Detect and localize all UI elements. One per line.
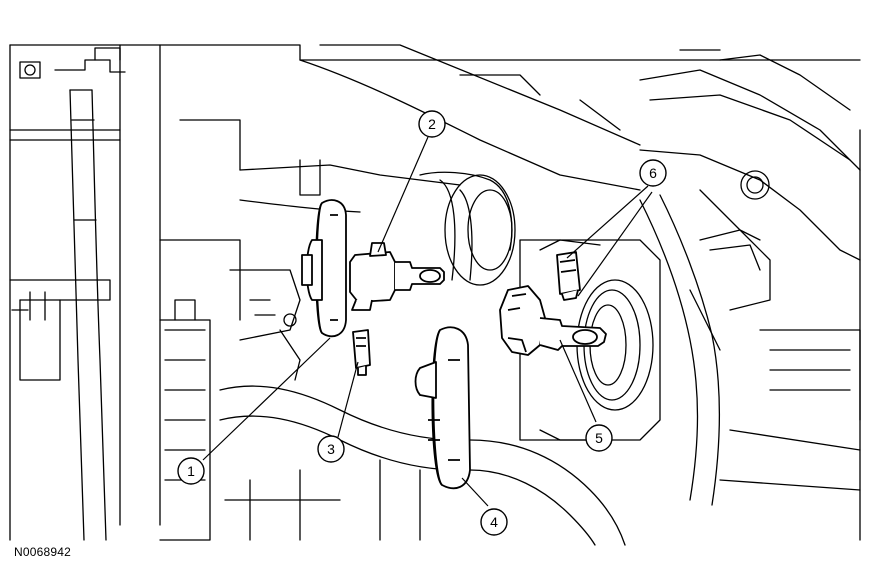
svg-text:4: 4	[490, 514, 498, 530]
callout-leaders	[202, 136, 653, 507]
callout-1: 1	[177, 457, 205, 485]
leader-3	[337, 361, 359, 438]
figure-reference-code: N0068942	[14, 545, 71, 559]
svg-text:6: 6	[649, 165, 657, 181]
callout-6: 6	[639, 159, 667, 187]
svg-text:5: 5	[595, 430, 603, 446]
leader-5	[559, 339, 597, 423]
svg-text:3: 3	[327, 441, 335, 457]
callout-3: 3	[317, 435, 345, 463]
svg-text:1: 1	[187, 463, 195, 479]
headlamp-bulb-cover-low	[301, 199, 347, 338]
svg-text:2: 2	[428, 116, 436, 132]
headlamp-bulb-cover-high	[414, 326, 471, 490]
high-beam-bulb	[499, 285, 607, 356]
callout-2: 2	[418, 110, 446, 138]
callout-5: 5	[585, 424, 613, 452]
bulb-electrical-connector-low	[352, 329, 371, 376]
callout-4: 4	[480, 508, 508, 536]
leader-6a	[566, 185, 649, 259]
low-beam-bulb	[349, 242, 445, 311]
leader-6b	[577, 191, 653, 297]
engine-bay-background	[9, 44, 861, 546]
bulb-electrical-connector-high	[556, 251, 581, 301]
leader-4	[461, 477, 489, 507]
leader-2	[377, 136, 429, 253]
leader-1	[202, 337, 331, 461]
